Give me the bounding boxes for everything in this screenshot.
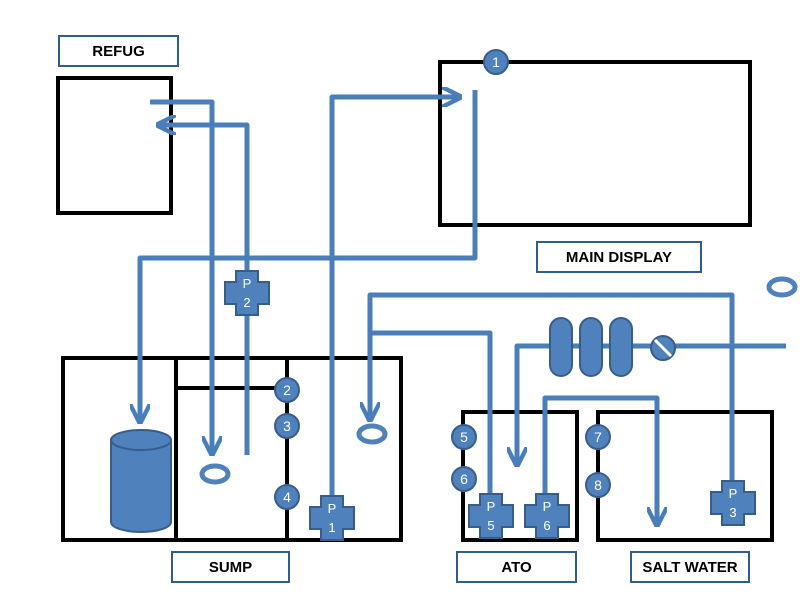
- pump-number: 2: [243, 295, 250, 310]
- valve-7-icon: 7: [585, 424, 611, 450]
- pump-number: 5: [487, 518, 494, 533]
- salt-water-tank: [596, 410, 774, 542]
- rodi-filters: [549, 317, 633, 377]
- sump-tank: [61, 356, 403, 542]
- intake-ring-icon: [199, 463, 231, 485]
- pipe-main-return: [140, 90, 478, 420]
- pipes: [140, 90, 786, 523]
- pump-6-icon: P6: [524, 493, 570, 539]
- pump-letter: P: [543, 499, 552, 514]
- pipe-p2-refug: [160, 125, 250, 455]
- valve-1-icon: 1: [483, 49, 509, 75]
- ato-label: ATO: [456, 551, 577, 583]
- valve-3-icon: 3: [274, 413, 300, 439]
- valve-number: 3: [283, 418, 291, 434]
- valve-5-icon: 5: [451, 424, 477, 450]
- intake-ring-icon: [356, 423, 388, 445]
- refug-tank: [56, 76, 173, 215]
- pump-number: 6: [543, 518, 550, 533]
- pipe-refug-drain: [150, 99, 212, 452]
- main-display-label: MAIN DISPLAY: [536, 241, 702, 273]
- pipe-rodi-supply: [517, 343, 786, 463]
- pump-3-icon: P3: [710, 480, 756, 526]
- pump-letter: P: [487, 499, 496, 514]
- filter-cylinder-icon: [110, 429, 172, 533]
- pump-number: 1: [328, 520, 335, 535]
- pipe-p3-sump: [370, 292, 735, 490]
- float-rings: [199, 276, 798, 485]
- pump-letter: P: [243, 276, 252, 291]
- legend-ring-icon: [766, 276, 798, 298]
- rodi-filter-2-icon: [579, 317, 603, 377]
- rodi-filter-1-icon: [549, 317, 573, 377]
- pump-letter: P: [729, 486, 738, 501]
- pump-1-icon: P1: [309, 495, 355, 541]
- salt-water-label: SALT WATER: [630, 551, 750, 583]
- valve-number: 7: [594, 429, 602, 445]
- valve-number: 2: [283, 382, 291, 398]
- main-display-tank: [438, 60, 752, 227]
- pump-5-icon: P5: [468, 493, 514, 539]
- valve-2-icon: 2: [274, 377, 300, 403]
- pipe-p5-sump: [370, 330, 493, 495]
- valves: 1 2 3 4 5 6 7 8: [274, 49, 611, 510]
- pump-number: 3: [729, 505, 736, 520]
- sump-label: SUMP: [171, 551, 290, 583]
- pipe-p6-salt: [542, 395, 657, 523]
- pump-2-icon: P2: [224, 270, 270, 316]
- valve-8-icon: 8: [585, 472, 611, 498]
- valve-number: 5: [460, 429, 468, 445]
- rodi-filter-3-icon: [609, 317, 633, 377]
- pump-letter: P: [328, 501, 337, 516]
- valve-6-icon: 6: [451, 466, 477, 492]
- valve-number: 1: [492, 54, 500, 70]
- valve-number: 6: [460, 471, 468, 487]
- valve-number: 4: [283, 489, 291, 505]
- valve-4-icon: 4: [274, 484, 300, 510]
- refug-label: REFUG: [58, 35, 179, 67]
- pipe-p1-main: [329, 97, 458, 510]
- valve-number: 8: [594, 477, 602, 493]
- shutoff-valve-icon: [650, 335, 676, 361]
